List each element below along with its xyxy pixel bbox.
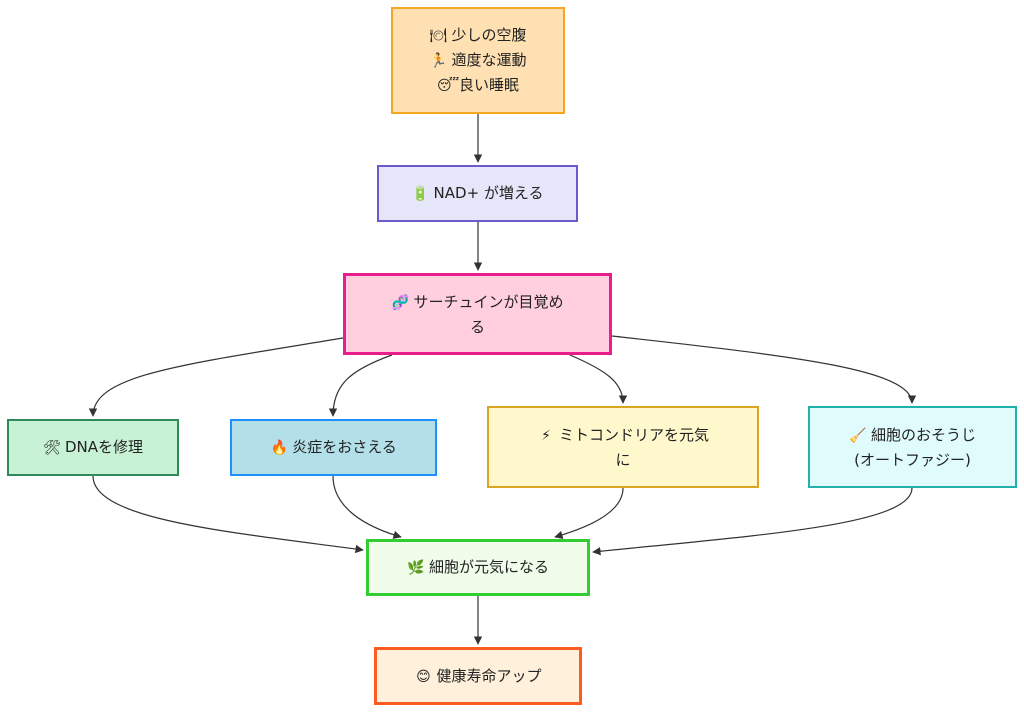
node-line: 🧬サーチュインが目覚め <box>391 290 564 315</box>
node-autophagy: 🧹細胞のおそうじ (オートファジー) <box>808 406 1017 488</box>
node-label: る <box>469 317 485 336</box>
node-line: 🌿細胞が元気になる <box>407 555 549 580</box>
node-line: 🔋NAD+ が増える <box>412 181 544 206</box>
node-label: 健康寿命アップ <box>436 666 542 685</box>
node-energize-mitochondria: ⚡ ミトコンドリアを元気 に <box>487 406 759 488</box>
node-label: NAD+ が増える <box>433 184 544 202</box>
sleeping-face-icon: 😴 <box>436 78 460 94</box>
node-line: (オートファジー) <box>849 448 976 472</box>
edge-mitochondria-to-cell-health <box>554 487 624 539</box>
node-label: サーチュインが目覚め <box>413 292 564 311</box>
node-line: 🔥炎症をおさえる <box>270 435 397 460</box>
edge-sirtuin-to-mitochondria <box>569 354 628 404</box>
node-label: (オートファジー) <box>854 450 971 469</box>
lightning-icon: ⚡ <box>541 427 551 444</box>
node-label: ミトコンドリアを元気 <box>558 425 709 444</box>
node-label: 細胞が元気になる <box>428 558 549 576</box>
node-line: 🏃適度な運動 <box>429 48 527 73</box>
herb-icon: 🌿 <box>407 560 425 576</box>
hammer-wrench-icon: 🛠 <box>43 440 61 456</box>
runner-icon: 🏃 <box>429 53 448 69</box>
node-line: に <box>537 448 709 472</box>
node-lifestyle-inputs: 🍽少しの空腹 🏃適度な運動 😴良い睡眠 <box>391 7 565 114</box>
node-line: 🧹細胞のおそうじ <box>849 423 976 448</box>
node-line: る <box>391 315 563 339</box>
edge-dna-repair-to-cell-health <box>92 475 364 554</box>
edge-autophagy-to-cell-health <box>592 487 913 556</box>
dna-icon: 🧬 <box>391 294 410 311</box>
node-label: に <box>615 450 631 469</box>
edge-sirtuin-to-autophagy <box>611 335 917 404</box>
node-healthy-lifespan: 😊 健康寿命アップ <box>374 647 582 705</box>
node-label: 少しの空腹 <box>451 26 527 44</box>
node-cell-health: 🌿細胞が元気になる <box>366 539 590 596</box>
node-sirtuin-activation: 🧬サーチュインが目覚め る <box>343 273 612 355</box>
node-line: ⚡ ミトコンドリアを元気 <box>537 423 709 448</box>
node-label: 良い睡眠 <box>458 76 519 94</box>
edge-sirtuin-to-dna-repair <box>88 337 344 417</box>
node-line: 😴良い睡眠 <box>429 73 526 98</box>
node-line: 🍽少しの空腹 <box>429 23 527 48</box>
edge-inflammation-to-cell-health <box>332 475 402 539</box>
fire-icon: 🔥 <box>270 440 288 456</box>
node-label: 炎症をおさえる <box>292 438 397 456</box>
plate-cutlery-icon: 🍽 <box>429 28 448 44</box>
node-label: 細胞のおそうじ <box>870 425 976 444</box>
node-label: DNAを修理 <box>64 438 144 456</box>
node-dna-repair: 🛠DNAを修理 <box>7 419 179 476</box>
node-label: 適度な運動 <box>451 51 527 69</box>
node-reduce-inflammation: 🔥炎症をおさえる <box>230 419 437 476</box>
battery-icon: 🔋 <box>411 186 430 202</box>
broom-icon: 🧹 <box>849 427 867 444</box>
smiling-face-icon: 😊 <box>416 668 431 685</box>
edge-sirtuin-to-inflammation <box>328 354 393 417</box>
node-line: 🛠DNAを修理 <box>43 435 143 460</box>
node-line: 😊 健康寿命アップ <box>414 664 541 689</box>
node-nad-increase: 🔋NAD+ が増える <box>377 165 578 222</box>
